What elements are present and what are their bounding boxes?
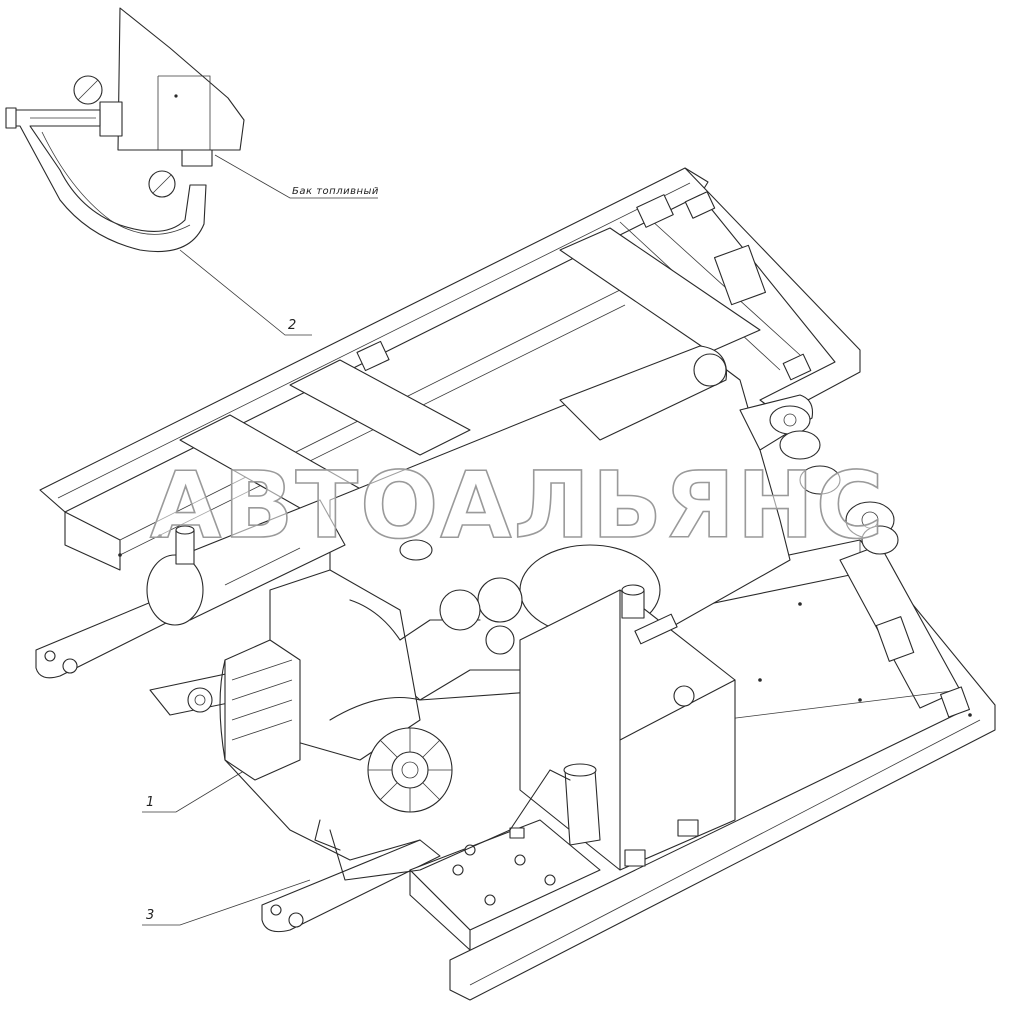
callout-item-2: 2 <box>288 318 297 333</box>
callout-item-1: 1 <box>146 795 155 810</box>
fuel-tank <box>519 584 736 871</box>
fuel-hose-detail <box>11 109 207 253</box>
fuel-line <box>329 769 571 881</box>
detail-inset <box>5 7 245 253</box>
tow-bar-right <box>261 839 441 933</box>
engine-assembly <box>187 569 523 861</box>
muffler <box>146 499 346 626</box>
hitch-arm <box>559 345 728 441</box>
hitch-links <box>739 394 899 555</box>
battery <box>409 819 601 951</box>
cooling-fan <box>367 727 453 813</box>
leader-lines <box>142 154 378 926</box>
callout-fuel-tank: Бак топливный <box>292 186 379 197</box>
callout-item-3: 3 <box>146 908 155 923</box>
fuel-tank-detail <box>117 7 245 151</box>
fuel-filter <box>564 769 601 846</box>
